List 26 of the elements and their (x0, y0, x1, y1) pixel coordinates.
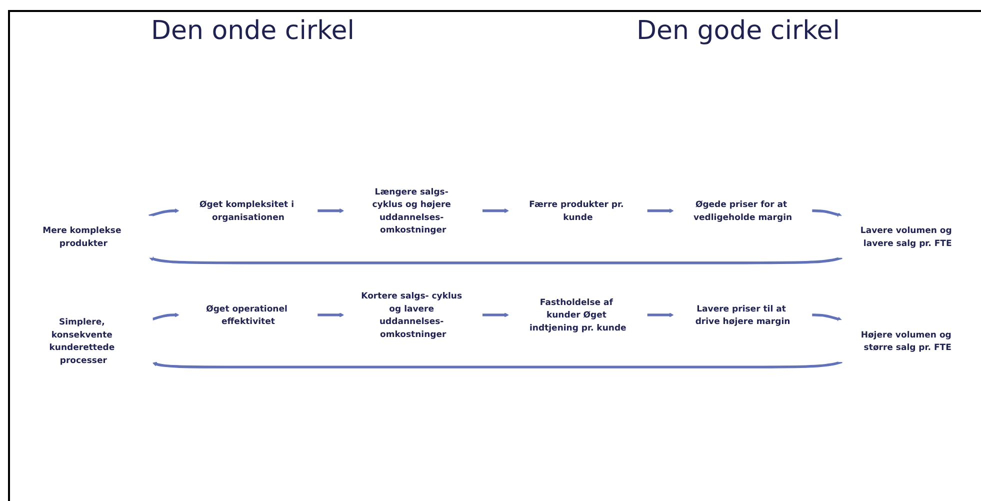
arrow (812, 313, 842, 321)
node-text: Simplere, konsekvente kunderettede processer (49, 316, 115, 365)
arrow (317, 208, 344, 213)
node-text: Mere komplekse produkter (42, 224, 122, 248)
arrow (152, 360, 842, 368)
arrow (812, 209, 842, 217)
arrow (317, 312, 344, 317)
arrow (148, 208, 180, 217)
node-text: Fastholdelse af kunder Øget indtjening pr. kunde (530, 296, 626, 332)
arrow (647, 312, 674, 317)
cycle-title: Den onde cirkel (151, 16, 354, 46)
node-text: Lavere priser til at drive højere margin (695, 302, 790, 326)
cycle-title: Den gode cirkel (636, 16, 840, 46)
arrow (482, 312, 509, 317)
node-text: Kortere salgs- cyklus og lavere uddannelses- omkostninger (361, 290, 462, 339)
node-text: Øget operationel effektivitet (206, 302, 288, 326)
arrow (148, 256, 842, 264)
node-text: Færre produkter pr. kunde (529, 198, 624, 222)
node-text: Lavere volumen og lavere salg pr. FTE (860, 224, 952, 248)
arrow (152, 312, 180, 320)
node-text: Længere salgs- cyklus og højere uddannelses- omkostninger (372, 186, 451, 234)
node-text: Højere volumen og større salg pr. FTE (860, 328, 952, 352)
node-text: Øget kompleksitet i organisationen (200, 198, 294, 222)
arrow (482, 208, 509, 213)
arrow (647, 208, 674, 213)
node-text: Øgede priser for at vedligeholde margin (693, 198, 792, 222)
